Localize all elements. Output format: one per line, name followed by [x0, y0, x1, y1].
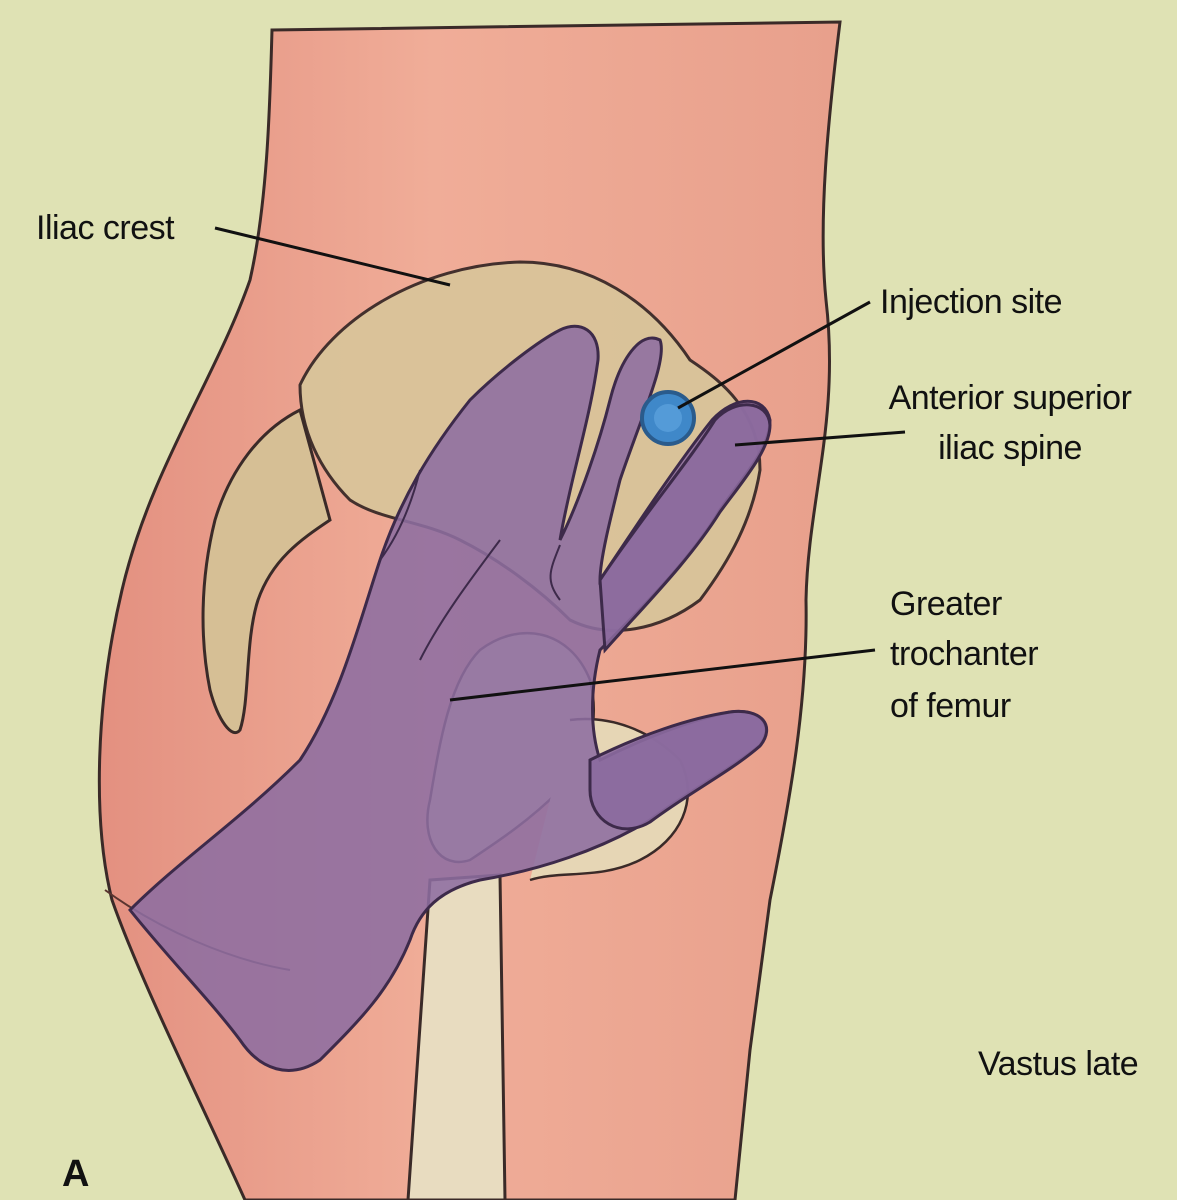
finger-line [379, 469, 421, 561]
label-injection-site: Injection site [880, 283, 1063, 321]
label-trochanter-line3: of femur [890, 687, 1011, 725]
finger-line [419, 539, 501, 661]
leader-asis [734, 430, 906, 447]
hand [127, 324, 772, 1072]
label-asis-line2: iliac spine [938, 429, 1082, 467]
finger-line [549, 544, 561, 601]
leader-trochanter [449, 648, 876, 702]
panel-letter: A [62, 1153, 89, 1195]
label-trochanter-line1: Greater [890, 585, 1002, 623]
label-iliac-crest: Iliac crest [36, 209, 175, 247]
label-vastus: Vastus late [978, 1045, 1139, 1083]
index-finger [598, 403, 772, 654]
thumb [588, 709, 768, 831]
leader-iliac-crest [214, 226, 451, 287]
label-trochanter-line2: trochanter [890, 635, 1039, 673]
leader-injection-site [677, 300, 871, 410]
sacrum-bone [201, 407, 332, 734]
injection-site-marker-core [654, 404, 682, 432]
label-asis-line1: Anterior superior [888, 379, 1132, 417]
